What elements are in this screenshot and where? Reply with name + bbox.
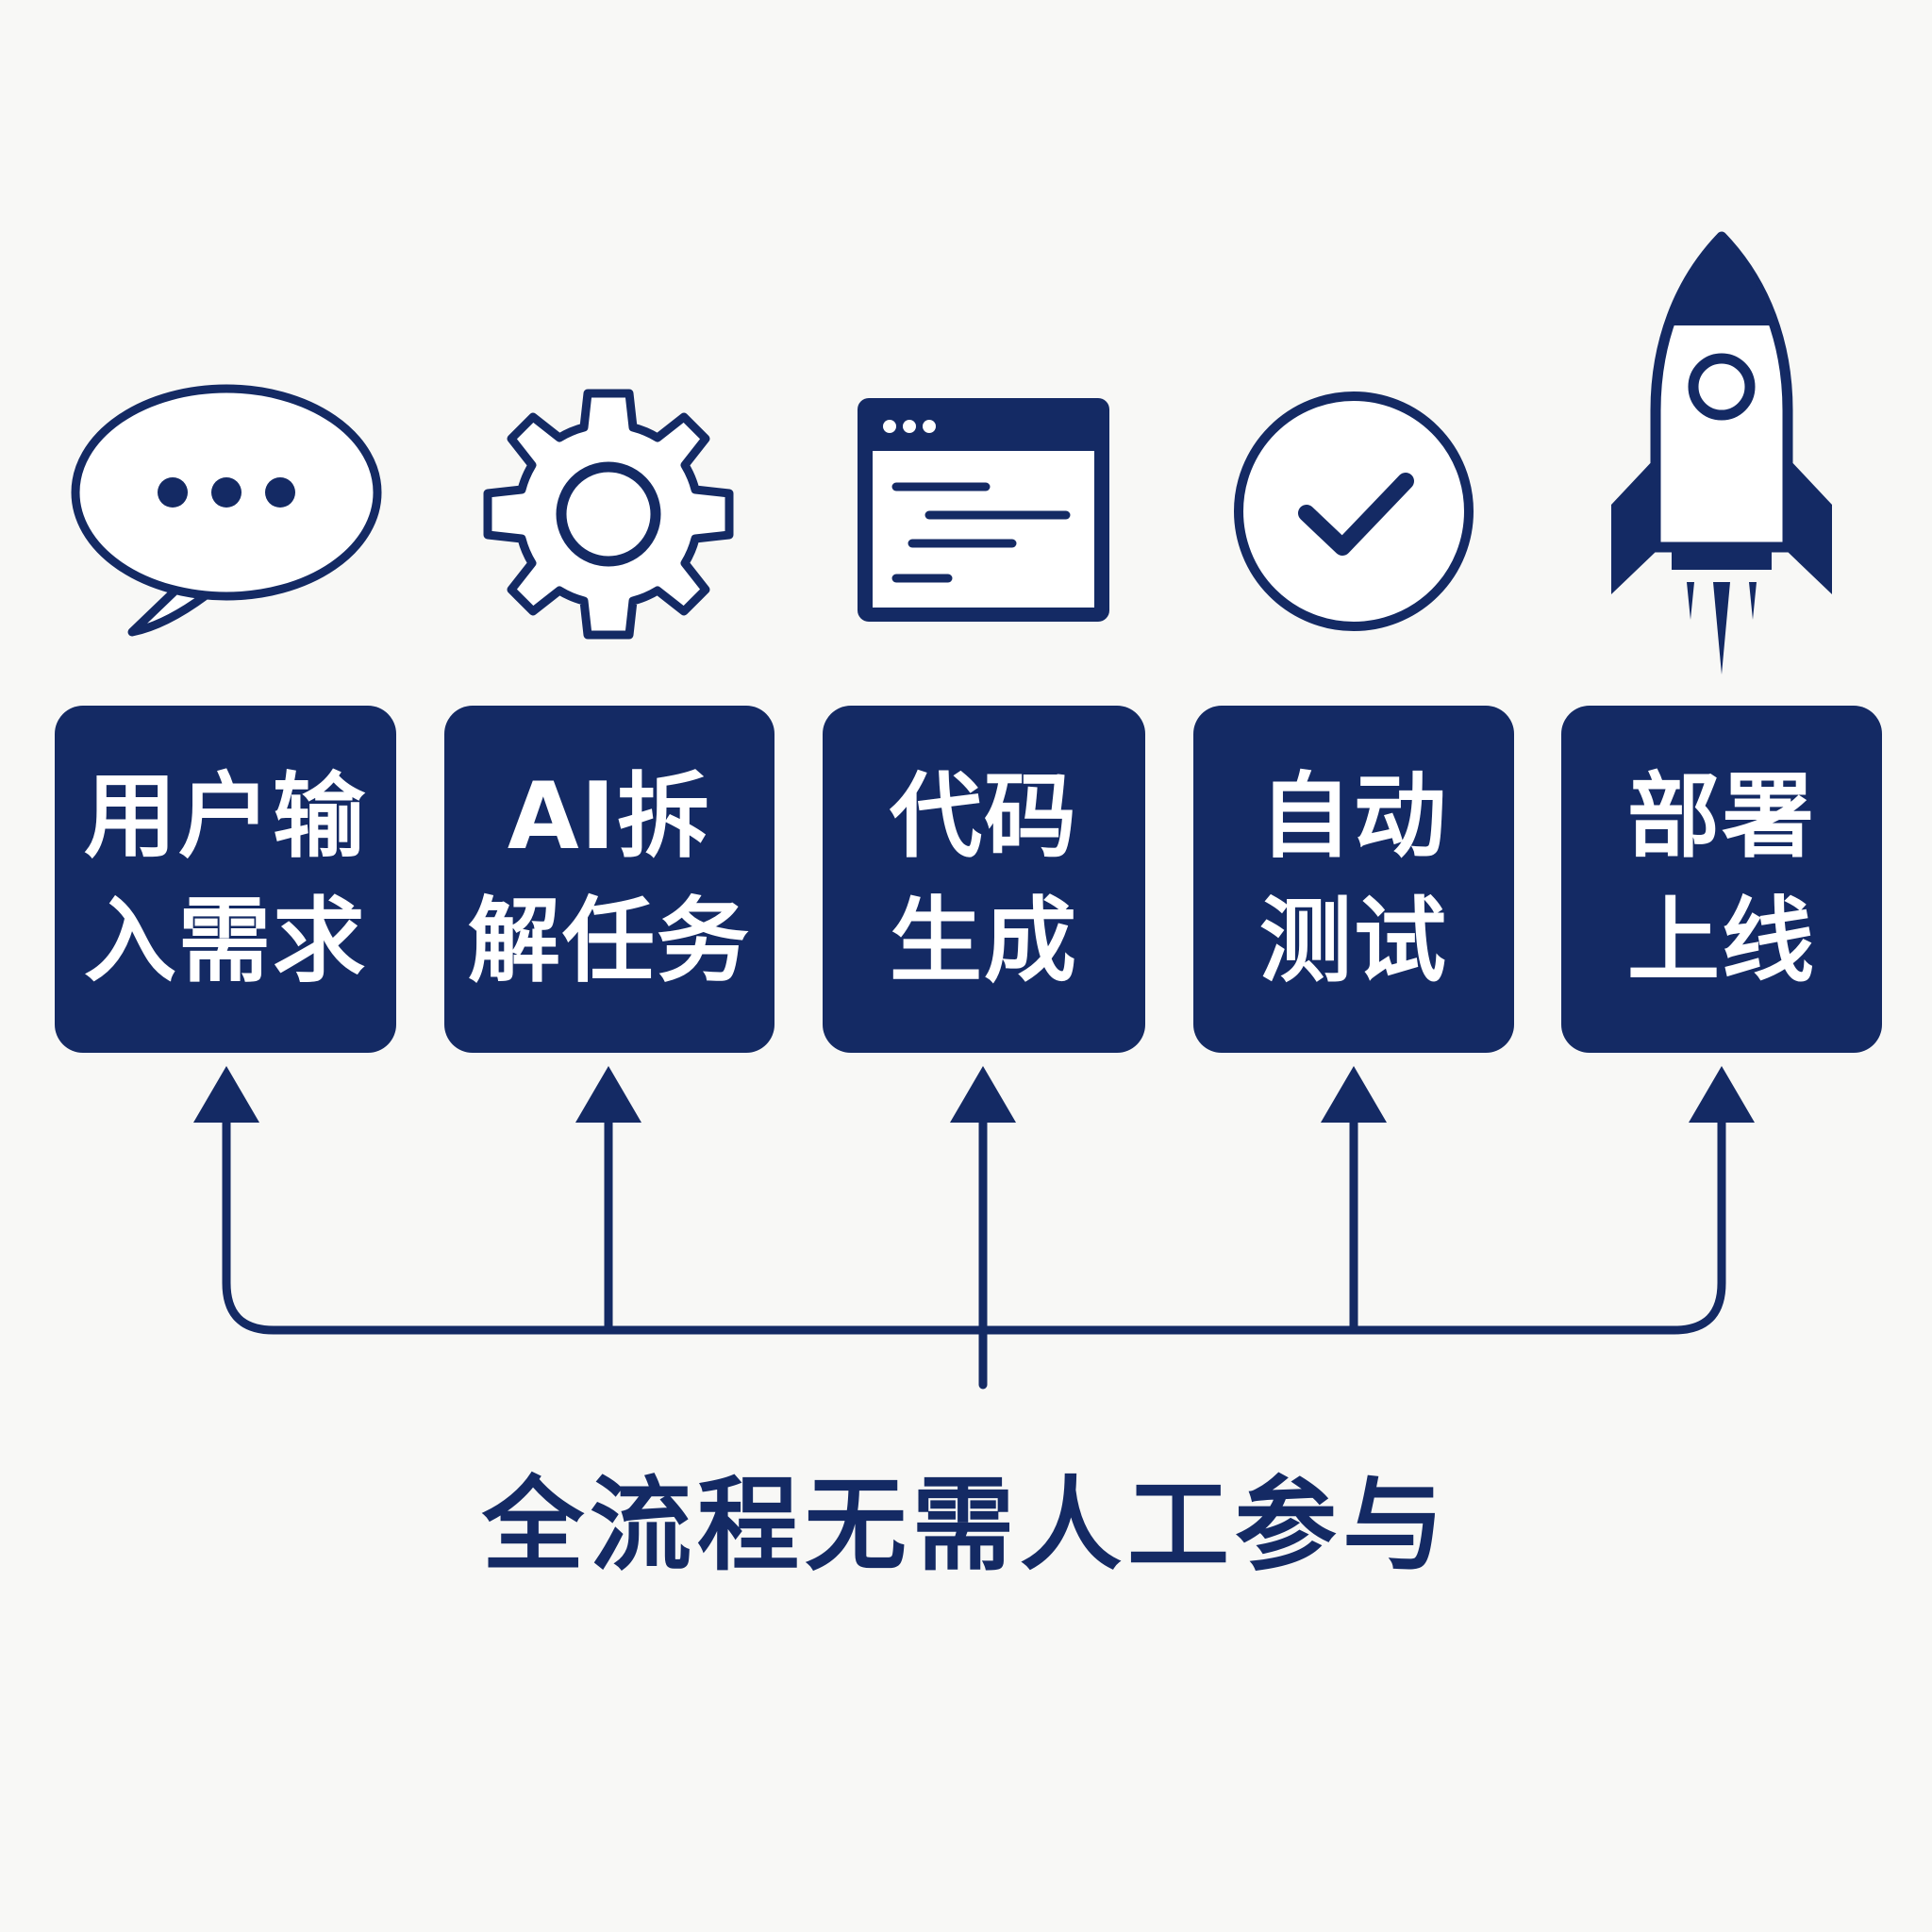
step-box-auto-test: 自动 测试 bbox=[1193, 706, 1514, 1053]
step-label-line: 自动 bbox=[1258, 763, 1448, 871]
arrowhead-2 bbox=[575, 1066, 641, 1123]
footer-caption: 全流程无需人工参与 bbox=[481, 1467, 1450, 1585]
code-window-icon bbox=[854, 394, 1113, 625]
step-label-user-input: 用户输 入需求 bbox=[84, 755, 367, 1004]
step-box-ai-decompose: AI拆 解任务 bbox=[444, 706, 774, 1053]
step-label-line: 入需求 bbox=[83, 888, 367, 995]
step-label-line: 代码 bbox=[889, 763, 1078, 871]
step-label-line: 解任务 bbox=[467, 888, 751, 995]
speech-bubble-icon bbox=[66, 377, 387, 651]
rocket-icon bbox=[1604, 231, 1840, 675]
step-label-line: 测试 bbox=[1258, 888, 1448, 995]
step-label-ai-decompose: AI拆 解任务 bbox=[468, 755, 751, 1004]
step-label-deploy: 部署 上线 bbox=[1627, 755, 1816, 1004]
check-circle-icon bbox=[1231, 389, 1476, 634]
step-box-code-generation: 代码 生成 bbox=[823, 706, 1145, 1053]
gear-icon bbox=[481, 387, 736, 641]
step-label-auto-test: 自动 测试 bbox=[1259, 755, 1448, 1004]
step-label-line: 用户输 bbox=[83, 763, 367, 871]
step-label-line: AI拆 bbox=[507, 763, 712, 871]
arrowhead-1 bbox=[193, 1066, 259, 1123]
arrowhead-5 bbox=[1689, 1066, 1755, 1123]
step-box-deploy: 部署 上线 bbox=[1561, 706, 1882, 1053]
step-label-code-generation: 代码 生成 bbox=[890, 755, 1078, 1004]
connector-bus-line bbox=[222, 1113, 1726, 1335]
step-label-line: 生成 bbox=[889, 888, 1078, 995]
step-label-line: 上线 bbox=[1626, 888, 1816, 995]
arrowhead-3 bbox=[950, 1066, 1016, 1123]
step-box-user-input: 用户输 入需求 bbox=[55, 706, 396, 1053]
step-label-line: 部署 bbox=[1626, 763, 1816, 871]
arrowhead-4 bbox=[1321, 1066, 1387, 1123]
